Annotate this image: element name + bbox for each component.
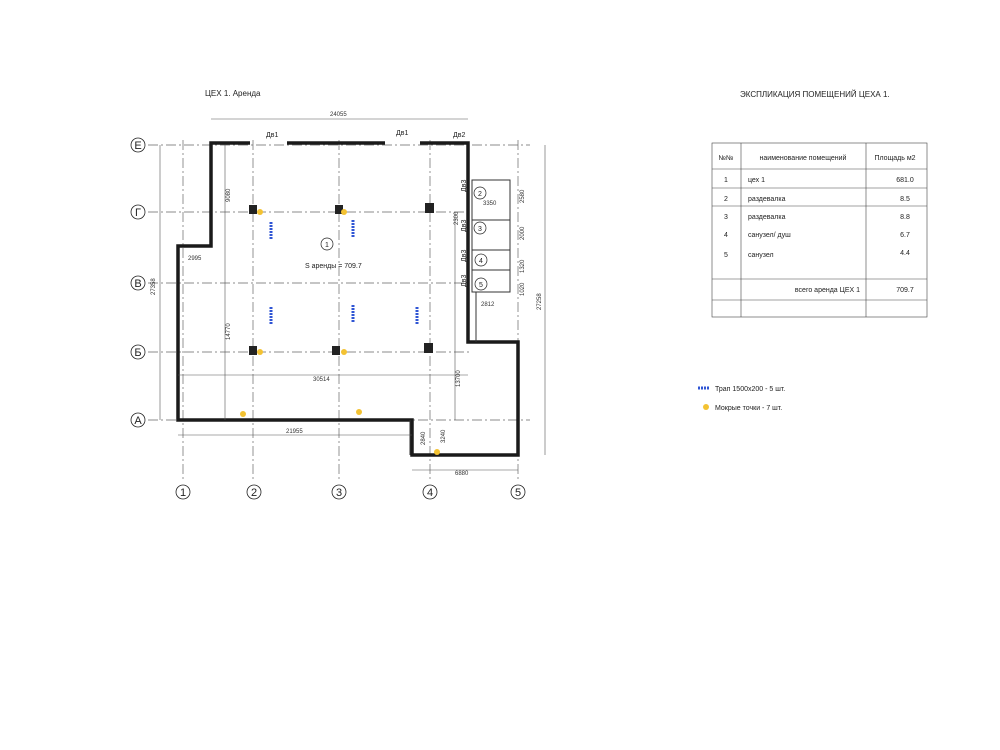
table-cell: 2: [724, 196, 728, 203]
table-cell: раздевалка: [748, 196, 786, 203]
axis-label-b: Б: [134, 347, 141, 359]
door-label: Дв3: [461, 250, 468, 262]
wet-points: [240, 209, 440, 455]
table-cell: 8.8: [900, 214, 910, 221]
dim-annex-width: 6880: [455, 471, 469, 477]
legend-item-drain: Трап 1500х200 - 5 шт.: [715, 386, 785, 393]
drain-marks: [269, 220, 419, 324]
axis-label-a: А: [134, 415, 142, 427]
door-label: Дв3: [461, 275, 468, 287]
dim-rooms-v1: 2580: [520, 189, 526, 203]
explication-title: ЭКСПЛИКАЦИЯ ПОМЕЩЕНИЙ ЦЕХА 1.: [740, 90, 890, 99]
dim-left-lower: 14770: [226, 323, 232, 340]
axis-label-1: 1: [180, 487, 186, 499]
axis-label-g: Г: [135, 207, 141, 219]
dim-right-inner: 13700: [456, 370, 462, 387]
explication-table: [711, 142, 928, 318]
door-label: Дв1: [396, 130, 408, 137]
dim-rooms-width: 3350: [483, 201, 497, 207]
axis-label-v: В: [134, 278, 141, 290]
table-cell: 1: [724, 177, 728, 184]
axis-markers-horizontal: Е Г В Б А: [130, 137, 146, 428]
door-label: Дв3: [461, 180, 468, 192]
table-cell: раздевалка: [748, 214, 786, 221]
table-cell: 3: [724, 214, 728, 221]
dim-bottom: 21955: [286, 429, 303, 435]
dim-rooms-v4: 1020: [520, 282, 526, 296]
dim-rooms-v3: 1320: [520, 259, 526, 273]
legend-item-wet: Мокрые точки - 7 шт.: [715, 405, 782, 412]
door-labels: Дв1 Дв1 Дв2 Дв3 Дв3 Дв3 Дв3: [266, 130, 468, 287]
room-markers: 1 2 3 4 5: [320, 186, 488, 291]
table-header: №№: [718, 155, 733, 162]
dim-rooms-width2: 2812: [481, 302, 495, 308]
room-number-main: 1: [325, 242, 329, 249]
dim-left-overall: 27358: [151, 278, 157, 295]
dim-annex-h1: 2840: [421, 431, 427, 445]
area-label: S аренды = 709.7: [305, 263, 362, 270]
axis-grid: [148, 140, 530, 480]
plan-title: ЦЕХ 1. Аренда: [205, 89, 261, 98]
room-number: 4: [479, 258, 483, 265]
dimension-lines: [159, 118, 546, 471]
dim-right-overall: 27258: [537, 293, 543, 310]
legend: Трап 1500х200 - 5 шт. Мокрые точки - 7 ш…: [698, 386, 785, 412]
table-total-label: всего аренда ЦЕХ 1: [795, 287, 860, 294]
table-cell: 5: [724, 252, 728, 259]
room-number: 5: [479, 282, 483, 289]
axis-label-e: Е: [134, 140, 141, 152]
inner-walls: [409, 179, 511, 455]
dimension-values: 24055 27358 27258 9080 14770 2995 21955 …: [151, 112, 543, 477]
dim-rooms-v5: 2300: [454, 211, 460, 225]
outer-walls: [176, 141, 520, 457]
explication-cells: №№ наименование помещений Площадь м2 1 ц…: [718, 154, 915, 294]
table-header: наименование помещений: [760, 154, 847, 162]
door-label: Дв2: [453, 132, 465, 139]
table-cell: 8.5: [900, 196, 910, 203]
table-cell: 6.7: [900, 232, 910, 239]
table-total-value: 709.7: [896, 287, 914, 294]
dim-inner: 30514: [313, 377, 330, 383]
door-label: Дв1: [266, 132, 278, 139]
axis-markers-vertical: 1 2 3 4 5: [175, 484, 526, 500]
axis-label-3: 3: [336, 487, 342, 499]
dim-rooms-v2: 2000: [520, 226, 526, 240]
table-cell: 4: [724, 232, 728, 239]
columns: [249, 203, 434, 355]
table-cell: санузел: [748, 252, 774, 259]
axis-label-4: 4: [427, 487, 433, 499]
door-label: Дв3: [461, 220, 468, 232]
dim-annex-h2: 3240: [441, 429, 447, 443]
dim-notch: 2995: [188, 256, 202, 262]
dim-top: 24055: [330, 112, 347, 118]
axis-label-2: 2: [251, 487, 257, 499]
table-cell: 4.4: [900, 250, 910, 257]
axis-label-5: 5: [515, 487, 521, 499]
table-cell: санузел/ душ: [748, 232, 791, 239]
wet-point-legend-swatch: [703, 404, 709, 410]
table-cell: цех 1: [748, 177, 765, 184]
table-cell: 681.0: [896, 177, 914, 184]
room-number: 2: [478, 191, 482, 198]
room-number: 3: [478, 226, 482, 233]
dim-left-upper: 9080: [226, 188, 232, 202]
table-header: Площадь м2: [874, 155, 915, 162]
